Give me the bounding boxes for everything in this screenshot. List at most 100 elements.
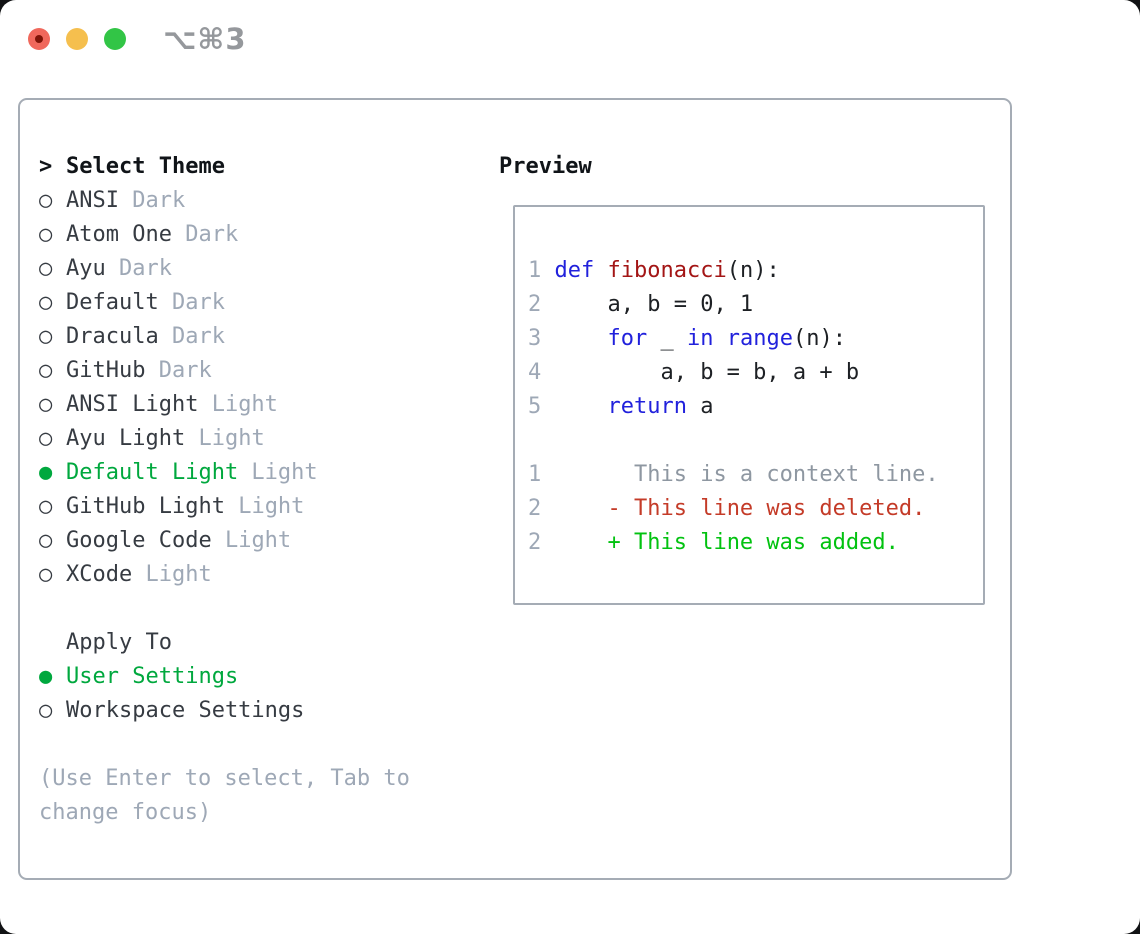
theme-variant: Dark [158, 324, 225, 349]
diff-text: + This line was added. [607, 530, 899, 555]
line-number: 2 [528, 292, 542, 317]
apply-to-title: Apply To [66, 630, 172, 655]
theme-name: XCode [66, 562, 133, 587]
code-token [555, 326, 608, 351]
code-token: (n): [726, 258, 780, 283]
code-token: (n): [792, 326, 846, 351]
minimize-button[interactable] [66, 28, 88, 50]
theme-selector: >Select Theme ○ANSI Dark○Atom One Dark○A… [39, 150, 410, 830]
help-text-line-2: change focus) [39, 800, 212, 825]
theme-option[interactable]: ○GitHub Dark [39, 354, 410, 388]
theme-option[interactable]: ○ ANSI Light Light [39, 388, 410, 422]
theme-variant: Light [185, 426, 265, 451]
apply-to-option[interactable]: ○ Workspace Settings [39, 694, 410, 728]
theme-name: GitHub [66, 358, 146, 383]
theme-dialog: >Select Theme ○ANSI Dark○Atom One Dark○A… [18, 98, 1012, 880]
theme-name: Ayu [66, 256, 106, 281]
diff-text: This is a context line. [607, 462, 939, 487]
code-token: fibonacci [607, 258, 727, 283]
theme-name: Atom One [66, 222, 172, 247]
theme-option[interactable]: ○ Google Code Light [39, 524, 410, 558]
radio-selected-icon: ● [39, 460, 53, 485]
theme-name: Google Code [66, 528, 212, 553]
line-number: 1 [528, 258, 542, 283]
code-token [555, 394, 608, 419]
radio-unselected-icon: ○ [39, 562, 53, 587]
theme-option[interactable]: ○ Default Dark [39, 286, 410, 320]
diff-line: 2 + This line was added. [528, 526, 983, 560]
theme-variant: Dark [145, 358, 212, 383]
theme-option[interactable]: ○ ANSI Dark [39, 184, 410, 218]
theme-variant: Light [224, 494, 305, 519]
theme-option[interactable]: ○ Ayu Light Light [39, 422, 410, 456]
theme-option[interactable]: ○Ayu Dark [39, 252, 410, 286]
code-token [594, 258, 607, 283]
radio-unselected-icon: ○ [39, 426, 53, 451]
radio-unselected-icon: ○ [39, 494, 53, 519]
line-number: 2 [528, 496, 542, 521]
preview-title: Preview [499, 154, 592, 179]
line-number: 3 [528, 326, 542, 351]
theme-option[interactable]: ○XCode Light [39, 558, 410, 592]
apply-to-header: Apply To [39, 626, 410, 660]
code-token: a, b = b, a + b [554, 360, 860, 385]
diff-text: - This line was deleted. [607, 496, 926, 521]
radio-unselected-icon: ○ [39, 188, 53, 213]
code-line: 2 a, b = 0, 1 [528, 288, 983, 322]
line-number: 2 [528, 530, 542, 555]
focus-caret-icon: > [39, 154, 53, 179]
zoom-button[interactable] [104, 28, 126, 50]
code-token: for [607, 326, 648, 351]
radio-unselected-icon: ○ [39, 222, 53, 247]
code-line: 4 a, b = b, a + b [528, 356, 983, 390]
select-theme-header: > Select Theme [39, 150, 410, 184]
radio-unselected-icon: ○ [39, 290, 53, 315]
line-number: 4 [528, 360, 542, 385]
theme-option[interactable]: ○ Dracula Dark [39, 320, 410, 354]
select-theme-title: Select Theme [66, 154, 225, 179]
theme-option[interactable]: ○Atom One Dark [39, 218, 410, 252]
diff-preview: 1 This is a context line. 2 - This line w… [528, 458, 983, 560]
code-token: range [726, 326, 793, 351]
spacer [39, 592, 410, 626]
apply-to-option[interactable]: ●User Settings [39, 660, 410, 694]
theme-option[interactable]: ●Default Light Light [39, 456, 410, 490]
theme-variant: Light [198, 392, 278, 417]
close-button[interactable] [28, 28, 50, 50]
theme-variant: Dark [118, 188, 186, 213]
theme-variant: Light [238, 460, 318, 485]
code-token: a [686, 394, 714, 419]
help-text-line-1: (Use Enter to select, Tab to [39, 766, 410, 791]
apply-option-label: User Settings [66, 664, 239, 689]
theme-option[interactable]: ○ GitHub Light Light [39, 490, 410, 524]
blank-line [528, 424, 983, 458]
code-token: _ [647, 326, 687, 351]
theme-variant: Light [211, 528, 292, 553]
theme-variant: Dark [158, 290, 225, 315]
theme-name: GitHub Light [66, 494, 225, 519]
theme-name: ANSI [66, 188, 119, 213]
code-token: return [607, 394, 687, 419]
theme-name: ANSI Light [66, 392, 199, 417]
theme-name: Ayu Light [66, 426, 186, 451]
radio-unselected-icon: ○ [39, 698, 53, 723]
apply-option-label: Workspace Settings [66, 698, 305, 723]
radio-unselected-icon: ○ [39, 324, 53, 349]
code-token: in [686, 326, 714, 351]
close-dot-icon [35, 35, 43, 43]
code-line: 3 for _ in range(n): [528, 322, 983, 356]
code-token: def [554, 258, 595, 283]
theme-name: Dracula [66, 324, 159, 349]
theme-list: ○ANSI Dark○Atom One Dark○Ayu Dark○Defaul… [39, 184, 410, 592]
apply-to-list: ●User Settings ○ Workspace Settings [39, 660, 410, 728]
theme-name: Default [66, 290, 159, 315]
radio-unselected-icon: ○ [39, 528, 53, 553]
blank-line [528, 220, 983, 254]
line-number: 1 [528, 462, 542, 487]
radio-unselected-icon: ○ [39, 392, 53, 417]
code-line: 5 return a [528, 390, 983, 424]
code-token [713, 326, 726, 351]
